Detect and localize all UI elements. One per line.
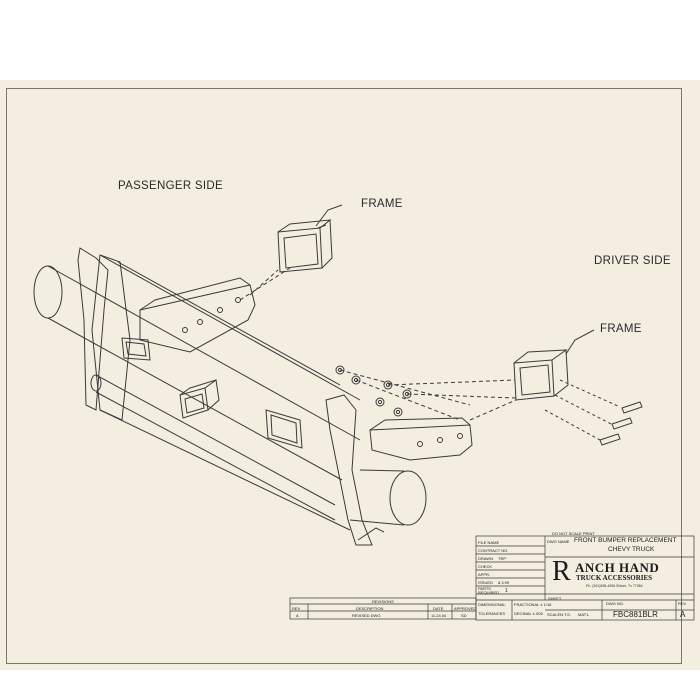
rev-row-date: 11.24.04 <box>431 613 447 618</box>
dimensional-label: DIMENSIONAL <box>478 602 506 607</box>
do-not-scale-note: DO NOT SCALE PRINT <box>552 531 595 536</box>
company-address: Ph. (361)598-4606 Shiner, Tx 77984 <box>586 584 643 588</box>
dwg-no-value: FBC881BLR <box>613 610 658 619</box>
company-logo-sub: TRUCK ACCESSORIES <box>576 574 653 582</box>
scale-value: N.T.S. <box>560 612 571 617</box>
contract-no-label: CONTRACT NO. <box>478 548 509 553</box>
passenger-side-label: PASSENGER SIDE <box>118 180 223 192</box>
revisions-title: REVISIONS <box>372 599 394 604</box>
drawing-sheet <box>0 80 700 670</box>
check-label: CHECK <box>478 564 493 569</box>
dwg-name-line1: FRONT BUMPER REPLACEMENT <box>574 537 677 544</box>
scale-label: SCALE <box>547 612 561 617</box>
matl-label: MAT'L <box>578 612 590 617</box>
rev-row-description: REVISED DWG <box>352 613 381 618</box>
dwg-no-label: DWG NO. <box>606 601 624 606</box>
dwg-name-label: DWG NAME <box>547 539 570 544</box>
issued-label: ISSUED <box>478 580 493 585</box>
rev-header-rev: REV <box>292 606 301 611</box>
drawn-value: TRP <box>498 556 506 561</box>
parts-required-value: 1 <box>505 588 508 594</box>
rev-row-rev: A <box>296 613 299 618</box>
drawing-border <box>6 88 682 664</box>
sheet-label: SHEET <box>548 596 562 601</box>
issued-value: 8.3.99 <box>498 580 510 585</box>
tolerances-label: TOLERANCES <box>478 611 506 616</box>
decimal-label: DECIMAL ±.005 <box>514 611 543 616</box>
rev-header-approved: APPROVED <box>454 606 477 611</box>
frame-label-right: FRAME <box>600 323 642 335</box>
file-name-label: FILE NAME <box>478 540 500 545</box>
company-logo-initial: R <box>552 556 571 587</box>
frame-label-left: FRAME <box>361 198 403 210</box>
rev-row-approved: SD <box>461 613 467 618</box>
appr-label: APPR. <box>478 572 491 577</box>
dwg-name-line2: CHEVY TRUCK <box>608 546 655 553</box>
parts-required-label: PARTS REQUIRED <box>478 586 500 595</box>
driver-side-label: DRIVER SIDE <box>594 255 671 267</box>
company-logo-name: ANCH HAND <box>575 560 660 575</box>
rev-value-title: A <box>680 610 686 619</box>
rev-header-description: DESCRIPTION <box>356 606 384 611</box>
rev-label-title: REV <box>678 601 687 606</box>
rev-header-date: DATE <box>433 606 444 611</box>
drawn-label: DRAWN <box>478 556 493 561</box>
fractional-label: FRACTIONAL ± 1/16 <box>514 602 552 607</box>
